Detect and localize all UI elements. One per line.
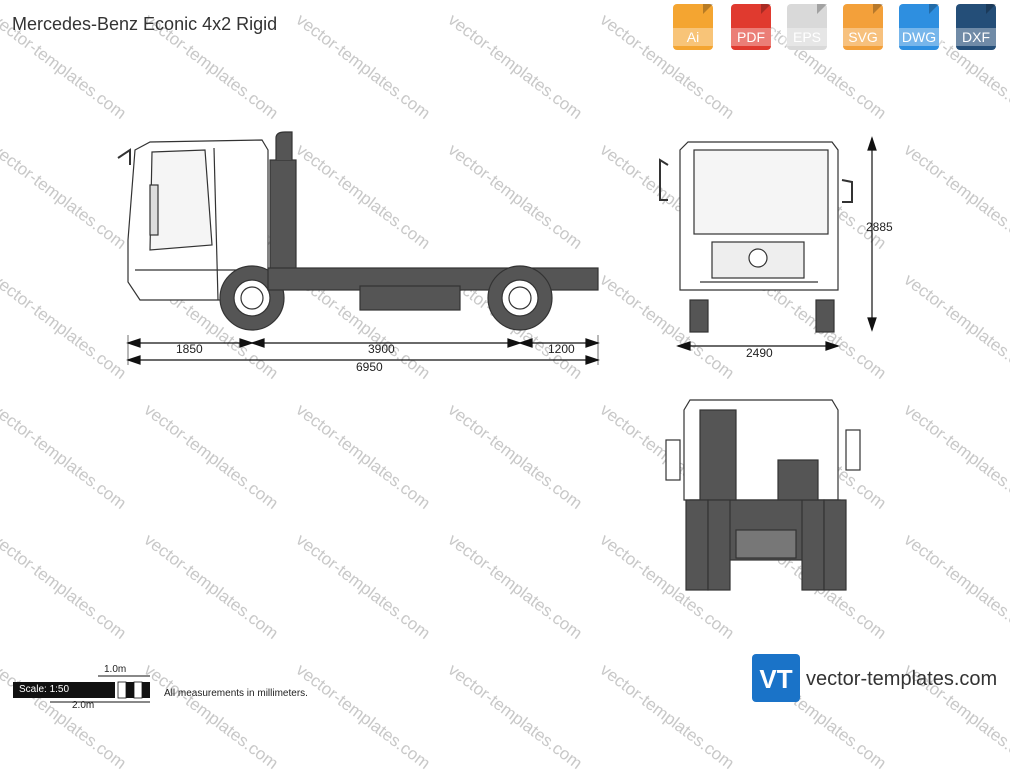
- scale-small-label: 1.0m: [104, 664, 127, 675]
- format-svg-icon[interactable]: SVG: [839, 4, 887, 50]
- scale-label: Scale: 1:50: [13, 682, 115, 698]
- dim-wheelbase: 3900: [368, 342, 395, 356]
- dim-total-length: 6950: [356, 360, 383, 374]
- rear-view: [665, 399, 861, 591]
- format-pdf-icon[interactable]: PDF: [727, 4, 775, 50]
- truck-drawings: VT: [50, 131, 877, 703]
- vt-logo-icon: VT: [752, 654, 800, 702]
- format-dxf-icon[interactable]: DXF: [952, 4, 1000, 50]
- format-ai-icon[interactable]: Ai: [669, 4, 717, 50]
- svg-text:VT: VT: [759, 664, 792, 694]
- scale-large-label: 2.0m: [72, 700, 95, 711]
- side-view: [117, 131, 599, 331]
- scale-bar: [50, 675, 150, 703]
- dim-width: 2490: [746, 346, 773, 360]
- front-dimension-lines: [676, 136, 877, 351]
- side-dimension-lines: [126, 335, 600, 365]
- format-dwg-icon[interactable]: DWG: [895, 4, 943, 50]
- dim-front-overhang: 1850: [176, 342, 203, 356]
- dim-height: 2885: [866, 220, 893, 234]
- page-title: Mercedes-Benz Econic 4x2 Rigid: [12, 14, 278, 34]
- format-eps-icon[interactable]: EPS: [783, 4, 831, 50]
- front-view: [659, 141, 853, 333]
- measurement-note: All measurements in millimeters.: [164, 688, 308, 699]
- brand-site-link[interactable]: vector-templates.com: [806, 668, 998, 690]
- dim-rear-overhang: 1200: [548, 342, 575, 356]
